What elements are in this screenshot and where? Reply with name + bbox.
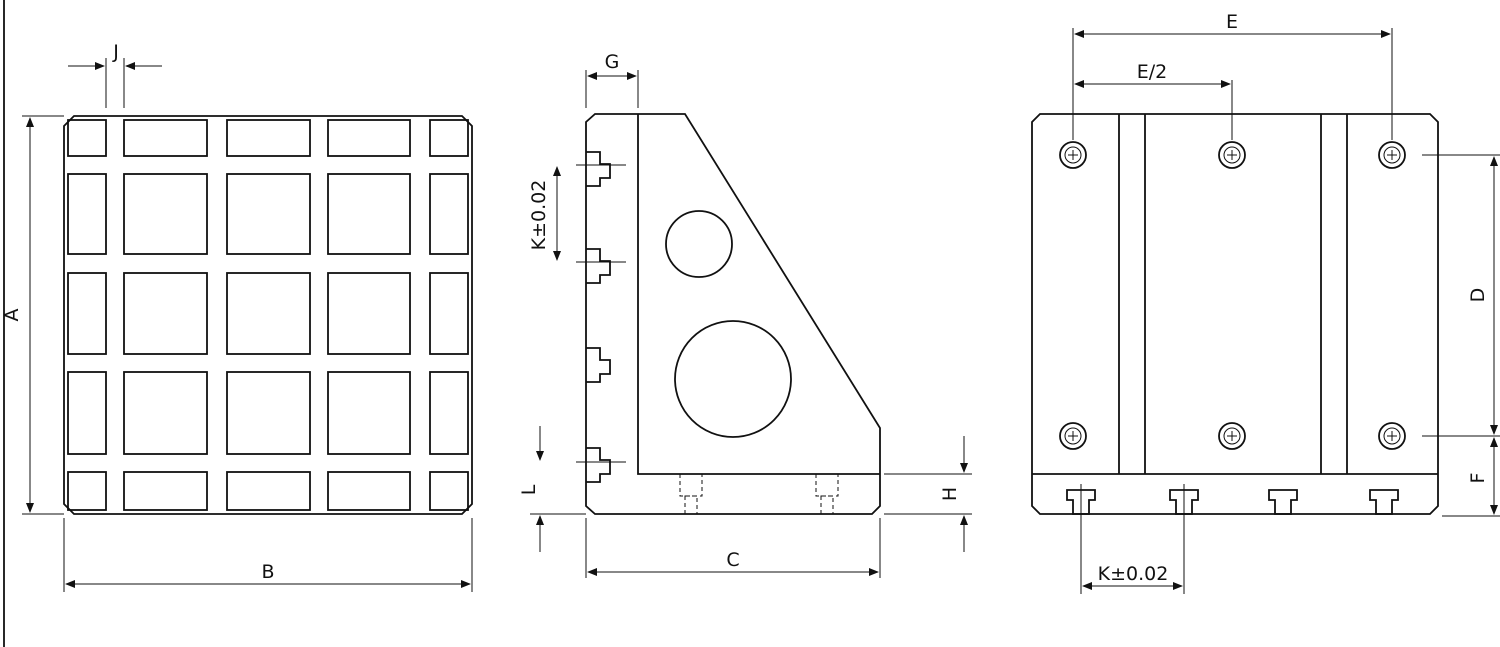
side-bracket-outline bbox=[585, 113, 881, 515]
grid-cell bbox=[429, 119, 469, 157]
dimension-g-label: G bbox=[605, 51, 620, 73]
grid-cell bbox=[226, 119, 311, 157]
grid-cell bbox=[123, 272, 208, 355]
grid-cell bbox=[429, 272, 469, 355]
mounting-hole bbox=[1218, 422, 1246, 450]
grid-cell bbox=[327, 371, 411, 455]
t-slot bbox=[1369, 489, 1399, 515]
dimension-k-side-label: K±0.02 bbox=[528, 180, 550, 251]
dimension-a-label: A bbox=[1, 309, 23, 322]
dimension-j-label: J bbox=[112, 41, 119, 63]
mounting-hole bbox=[1378, 141, 1406, 169]
grid-cell bbox=[429, 371, 469, 455]
grid-cell bbox=[67, 173, 107, 255]
grid-cell bbox=[123, 371, 208, 455]
t-slot bbox=[1169, 489, 1199, 515]
grid-cell bbox=[226, 471, 311, 511]
grid-cell bbox=[226, 173, 311, 255]
dimension-d-label: D bbox=[1467, 288, 1489, 303]
grid-cell bbox=[226, 272, 311, 355]
large-lightening-hole bbox=[674, 320, 792, 438]
grid-cell bbox=[429, 471, 469, 511]
rear-mounting-holes bbox=[1059, 141, 1406, 450]
front-grid-cells bbox=[67, 119, 469, 511]
rear-plate-outline bbox=[1031, 113, 1439, 515]
grid-cell bbox=[327, 471, 411, 511]
t-slot bbox=[1268, 489, 1298, 515]
dimension-k-rear-label: K±0.02 bbox=[1098, 563, 1169, 585]
grid-cell bbox=[327, 119, 411, 157]
grid-cell bbox=[226, 371, 311, 455]
grid-cell bbox=[429, 173, 469, 255]
dimension-e-half-label: E/2 bbox=[1137, 61, 1168, 83]
side-bolt-holes bbox=[679, 473, 839, 515]
side-t-slots bbox=[586, 151, 611, 483]
small-lightening-hole bbox=[665, 210, 733, 278]
rear-ribs bbox=[1118, 114, 1348, 474]
grid-cell bbox=[123, 173, 208, 255]
dimension-b-label: B bbox=[261, 561, 274, 583]
dimension-f-label: F bbox=[1467, 473, 1489, 484]
grid-cell bbox=[123, 119, 208, 157]
t-slot bbox=[1066, 489, 1096, 515]
grid-cell bbox=[327, 272, 411, 355]
rear-view: E E/2 D F K±0.02 bbox=[1031, 11, 1500, 594]
mounting-hole bbox=[1059, 422, 1087, 450]
grid-cell bbox=[67, 119, 107, 157]
dimension-l-label: L bbox=[518, 484, 540, 495]
mounting-hole bbox=[1059, 141, 1087, 169]
grid-cell bbox=[67, 471, 107, 511]
side-inner-edge bbox=[637, 114, 880, 475]
dimension-h-label: H bbox=[939, 487, 961, 501]
grid-cell bbox=[327, 173, 411, 255]
dimension-c-label: C bbox=[726, 549, 739, 571]
mounting-hole bbox=[1218, 141, 1246, 169]
grid-cell bbox=[67, 371, 107, 455]
side-view: G K±0.02 L H C bbox=[518, 51, 972, 578]
grid-cell bbox=[67, 272, 107, 355]
mounting-hole bbox=[1378, 422, 1406, 450]
dimension-e-label: E bbox=[1226, 11, 1238, 33]
front-view: A B J bbox=[1, 41, 473, 592]
grid-cell bbox=[123, 471, 208, 511]
